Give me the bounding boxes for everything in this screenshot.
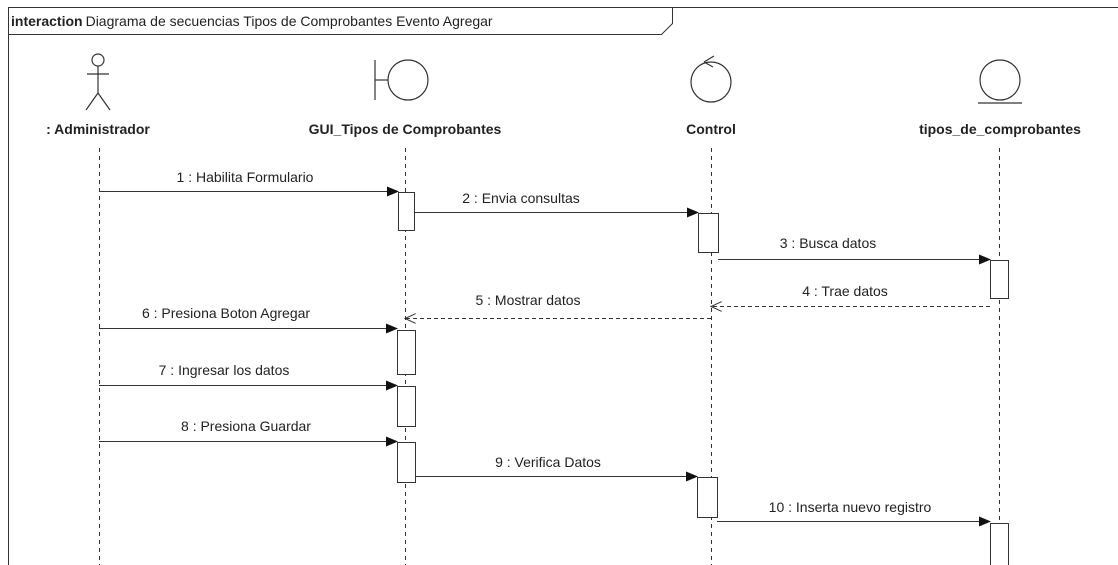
frame-title-text: Diagrama de secuencias Tipos de Comproba… <box>86 13 493 29</box>
message-label: 3 : Busca datos <box>780 235 877 251</box>
message-label: 8 : Presiona Guardar <box>181 418 311 434</box>
activation-bar <box>990 260 1009 299</box>
actor-icon <box>85 53 111 111</box>
message-9[interactable]: 9 : Verifica Datos <box>415 454 698 482</box>
message-label: 4 : Trae datos <box>802 283 888 299</box>
lifeline-label: Control <box>686 121 736 137</box>
message-label: 9 : Verifica Datos <box>495 454 601 470</box>
frame-keyword: interaction <box>11 13 83 29</box>
control-icon <box>690 55 732 103</box>
activation-bar <box>697 477 718 518</box>
message-6[interactable]: 6 : Presiona Boton Agregar <box>99 305 398 334</box>
activation-bar <box>398 192 415 231</box>
message-10[interactable]: 10 : Inserta nuevo registro <box>717 499 991 527</box>
lifeline-tipos-de-comprobantes[interactable]: tipos_de_comprobantes <box>919 59 1081 137</box>
message-5[interactable]: 5 : Mostrar datos <box>405 292 711 319</box>
activation-bar <box>397 442 416 483</box>
entity-icon <box>978 59 1022 104</box>
message-4[interactable]: 4 : Trae datos <box>711 283 990 307</box>
activation-bar <box>397 386 416 427</box>
message-7[interactable]: 7 : Ingresar los datos <box>99 362 398 391</box>
activation-bar <box>698 213 719 253</box>
lifeline-label: tipos_de_comprobantes <box>919 121 1081 137</box>
message-label: 1 : Habilita Formulario <box>177 169 314 185</box>
boundary-icon <box>374 59 429 101</box>
activation-bar <box>990 523 1009 565</box>
lifeline-label: GUI_Tipos de Comprobantes <box>309 121 502 137</box>
frame-border <box>8 7 1118 565</box>
activation-bar <box>397 330 416 375</box>
message-1[interactable]: 1 : Habilita Formulario <box>99 169 399 197</box>
message-label: 10 : Inserta nuevo registro <box>769 499 932 515</box>
message-label: 6 : Presiona Boton Agregar <box>142 305 310 321</box>
message-label: 7 : Ingresar los datos <box>159 362 290 378</box>
message-2[interactable]: 2 : Envia consultas <box>414 190 699 218</box>
lifeline-label: : Administrador <box>46 121 150 137</box>
lifeline-gui-tipos-de-comprobantes[interactable]: GUI_Tipos de Comprobantes <box>309 59 502 137</box>
frame-title-tab <box>8 7 673 35</box>
message-label: 5 : Mostrar datos <box>475 292 580 308</box>
activation-bars <box>397 192 1009 565</box>
message-8[interactable]: 8 : Presiona Guardar <box>99 418 398 447</box>
message-3[interactable]: 3 : Busca datos <box>718 235 991 265</box>
message-label: 2 : Envia consultas <box>462 190 580 206</box>
lifeline-administrador[interactable]: : Administrador <box>46 53 150 137</box>
lifeline-control[interactable]: Control <box>686 55 736 137</box>
